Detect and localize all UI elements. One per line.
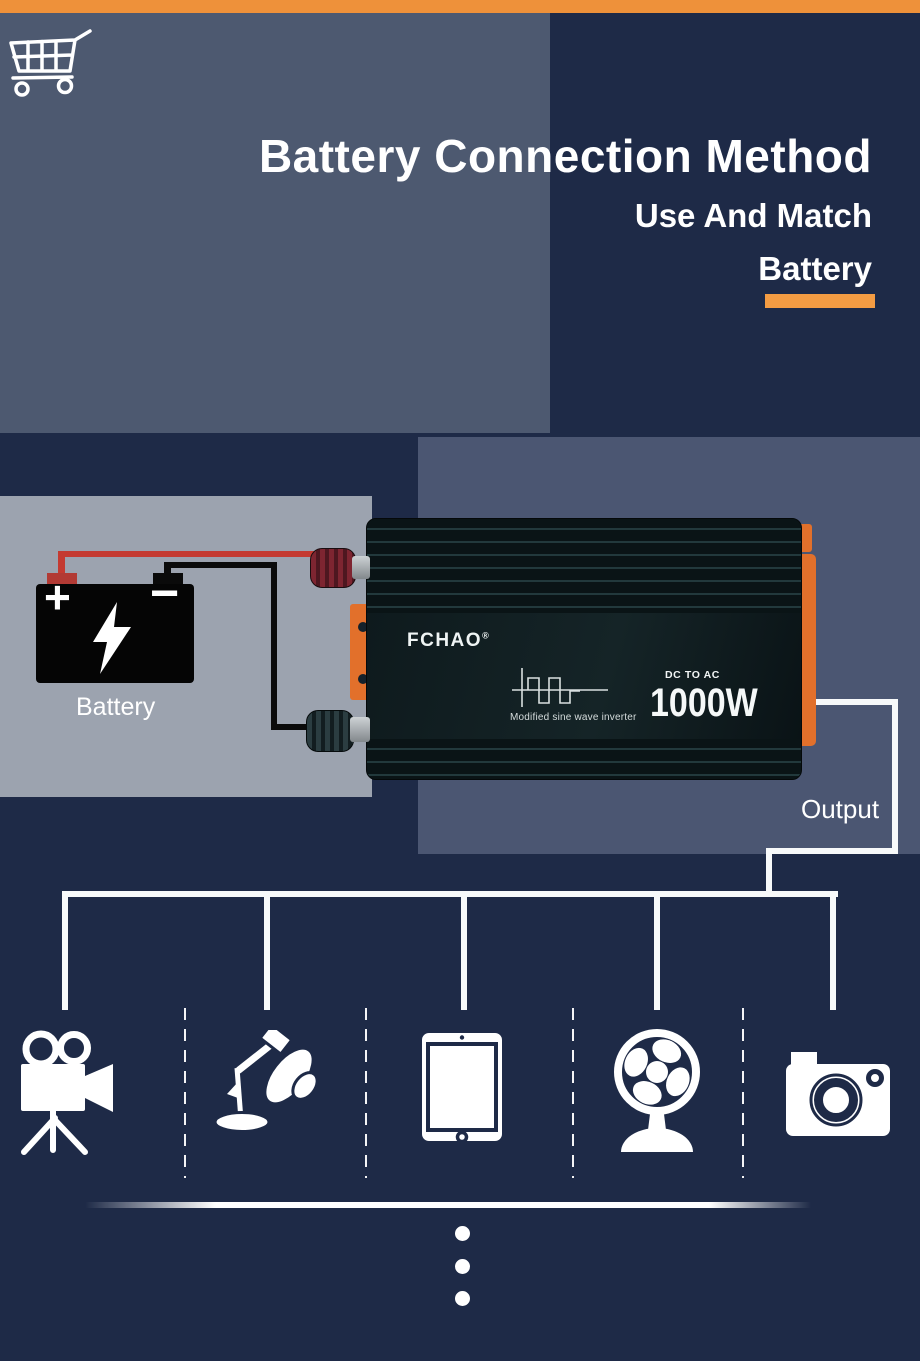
subtitle-line-1: Use And Match: [634, 197, 872, 234]
dashed-separator: [184, 1008, 186, 1178]
distribution-bus-line: [62, 891, 838, 897]
connector-line-segment: [766, 848, 898, 854]
negative-wire: [164, 562, 277, 568]
top-accent-bar: [0, 0, 920, 13]
inverter-device: [366, 518, 802, 780]
minus-symbol: −: [150, 565, 180, 621]
modified-sine-wave-icon: [512, 668, 608, 707]
subtitle-accent-underline: [765, 294, 875, 308]
connector-line-segment: [766, 848, 772, 897]
inverter-heatsink-fins: [367, 739, 801, 779]
gradient-divider-line: [85, 1202, 811, 1208]
battery-positive-terminal: [47, 573, 77, 586]
desk-lamp-icon: [215, 1030, 319, 1133]
registered-mark: ®: [482, 630, 489, 641]
inverter-front-panel: [367, 613, 801, 739]
pagination-dot: [455, 1226, 470, 1241]
inverter-negative-knob: [350, 717, 370, 742]
pagination-dot: [455, 1259, 470, 1274]
dc-to-ac-label: DC TO AC: [665, 669, 720, 681]
battery-label: Battery: [76, 693, 156, 721]
device-branch-line: [62, 891, 68, 1010]
inverter-positive-knob: [352, 556, 370, 579]
dashed-separator: [365, 1008, 367, 1178]
pagination-dot: [455, 1291, 470, 1306]
device-branch-line: [264, 891, 270, 1010]
device-branch-line: [654, 891, 660, 1010]
lightning-bolt-icon: [93, 602, 131, 674]
negative-wire: [271, 562, 277, 730]
positive-wire: [58, 551, 65, 585]
shopping-cart-icon: [9, 29, 92, 97]
subtitle-line-2: Battery: [758, 250, 872, 287]
connector-line-segment: [892, 699, 898, 854]
power-rating: 1000W: [650, 681, 758, 725]
camera-icon: [786, 1052, 890, 1136]
tablet-icon: [418, 1029, 506, 1145]
negative-wire: [164, 562, 171, 580]
device-branch-line: [830, 891, 836, 1010]
dashed-separator: [572, 1008, 574, 1178]
output-label: Output: [801, 794, 880, 824]
wave-caption: Modified sine wave inverter: [510, 712, 637, 723]
header-background-panel: [0, 13, 550, 433]
page-title: Battery Connection Method: [258, 130, 872, 182]
inverter-brand: FCHAO®: [407, 630, 489, 652]
inverter-negative-knob: [306, 710, 354, 752]
plus-symbol: +: [44, 571, 71, 623]
inverter-positive-knob: [310, 548, 356, 588]
inverter-heatsink-fins: [367, 519, 801, 613]
dashed-separator: [742, 1008, 744, 1178]
negative-wire: [271, 724, 314, 730]
positive-wire: [58, 551, 316, 557]
fan-icon: [614, 1029, 700, 1152]
connector-line-segment: [810, 699, 898, 705]
battery-negative-terminal: [153, 573, 183, 586]
brand-text: FCHAO: [407, 630, 483, 651]
video-camera-icon: [21, 1030, 113, 1155]
device-branch-line: [461, 891, 467, 1010]
